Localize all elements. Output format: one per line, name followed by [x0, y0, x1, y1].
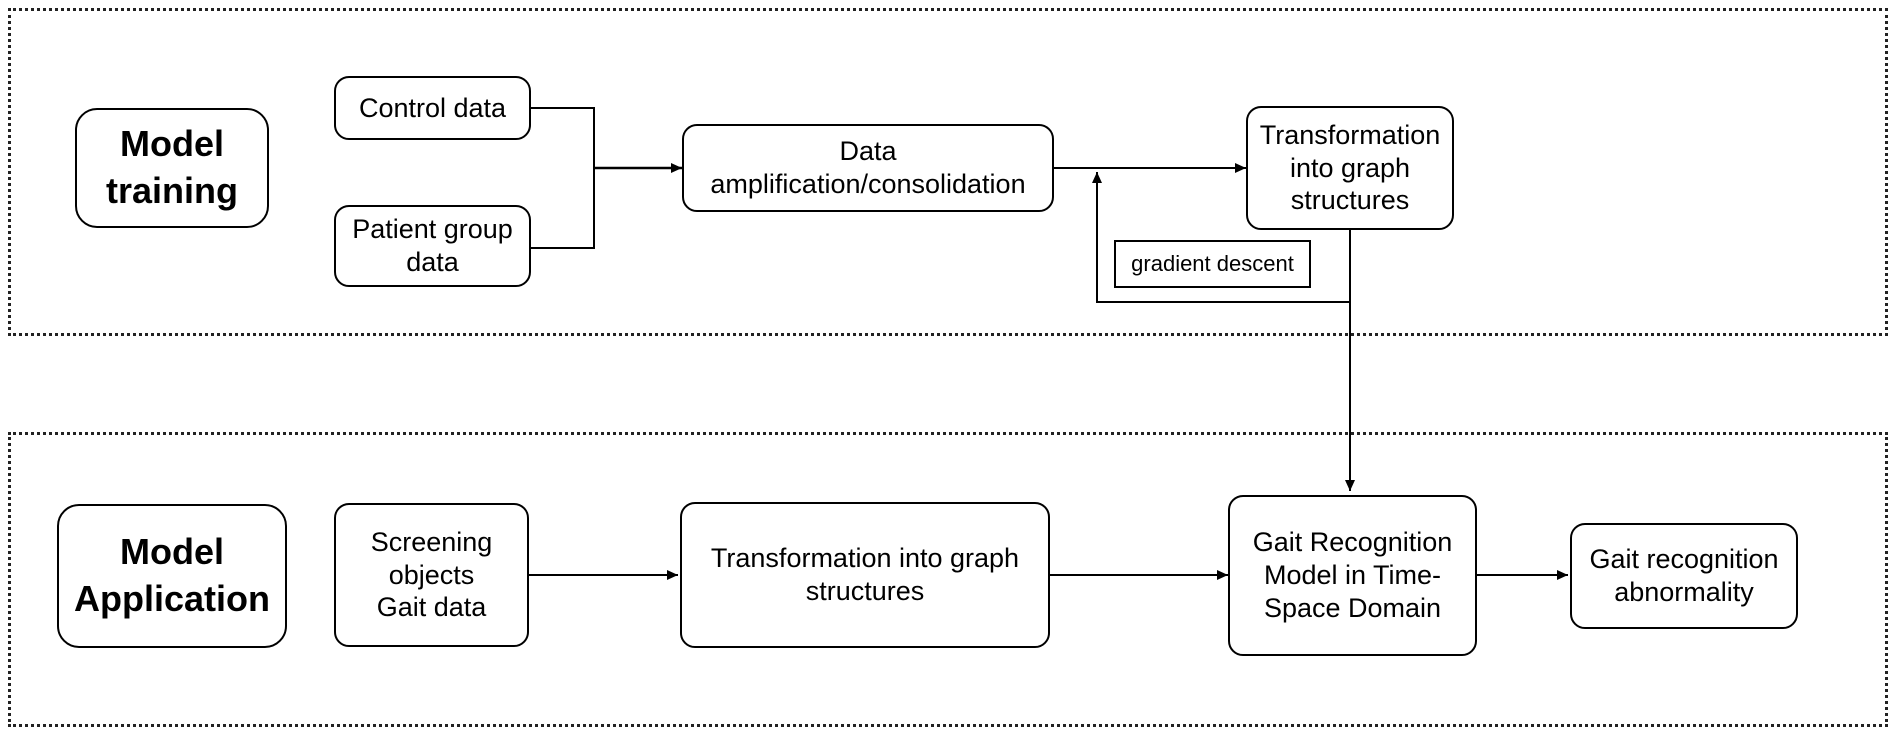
gait-recognition-abnormality-box: Gait recognition abnormality — [1570, 523, 1798, 629]
control-data-box: Control data — [334, 76, 531, 140]
patient-group-data-box: Patient group data — [334, 205, 531, 287]
connector-control-to-merge — [531, 107, 595, 168]
arrow-gradient-feedback — [1092, 172, 1351, 303]
gradient-descent-label: gradient descent — [1114, 240, 1311, 288]
model-training-title: Model training — [75, 108, 269, 228]
model-application-title: Model Application — [57, 504, 287, 648]
screening-objects-box: Screening objects Gait data — [334, 503, 529, 647]
connector-patient-to-merge — [531, 168, 595, 249]
data-amplification-box: Data amplification/consolidation — [682, 124, 1054, 212]
gait-recognition-model-box: Gait Recognition Model in Time- Space Do… — [1228, 495, 1477, 656]
application-transformation-box: Transformation into graph structures — [680, 502, 1050, 648]
model-training-section — [8, 8, 1888, 336]
model-application-section — [8, 432, 1888, 727]
transformation-into-graph-box: Transformation into graph structures — [1246, 106, 1454, 230]
